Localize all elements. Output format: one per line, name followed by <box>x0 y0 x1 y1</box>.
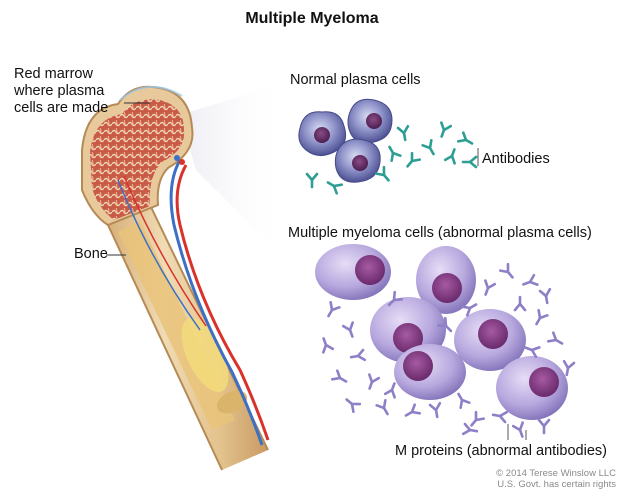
myeloma-cell <box>394 344 466 400</box>
m-proteins-label: M proteins (abnormal antibodies) <box>395 443 607 459</box>
antibody-icon <box>443 146 461 165</box>
m-protein-icon <box>499 262 518 282</box>
m-protein-icon <box>363 373 381 392</box>
m-protein-icon <box>342 394 362 413</box>
antibody-icon <box>383 143 402 162</box>
antibody-icon <box>461 155 478 169</box>
normal-plasma-cell <box>347 98 393 144</box>
m-protein-icon <box>322 301 341 320</box>
red-marrow-label: Red marrow where plasma cells are made <box>14 66 109 116</box>
m-protein-icon <box>341 321 359 340</box>
zoom-beam <box>180 82 286 260</box>
bone-label: Bone <box>74 246 108 262</box>
bone <box>81 85 270 471</box>
antibody-icon <box>396 124 412 143</box>
antibody-icon <box>421 139 440 158</box>
copyright-line-2: U.S. Govt. has certain rights <box>497 479 616 490</box>
antibody-icon <box>402 151 421 171</box>
m-protein-icon <box>466 410 485 430</box>
m-protein-icon <box>331 369 350 388</box>
copyright: © 2014 Terese Winslow LLC U.S. Govt. has… <box>496 468 616 490</box>
m-protein-icon <box>511 421 529 440</box>
antibody-icon <box>305 172 319 189</box>
m-protein-icon <box>402 403 421 422</box>
antibodies-label: Antibodies <box>482 151 550 167</box>
diagram-title: Multiple Myeloma <box>245 10 379 27</box>
antibody-icon <box>435 121 453 140</box>
m-protein-icon <box>522 341 541 359</box>
m-protein-icon <box>530 309 549 328</box>
myeloma-cell <box>315 244 391 300</box>
m-protein-icon <box>490 408 509 424</box>
m-protein-icon <box>428 401 444 420</box>
m-protein-icon <box>513 295 527 312</box>
m-protein-icon <box>538 287 554 306</box>
m-protein-icon <box>520 273 539 291</box>
antibody-icon <box>375 165 394 185</box>
myeloma-cell <box>416 246 476 314</box>
myeloma-cells-label: Multiple myeloma cells (abnormal plasma … <box>288 225 592 241</box>
normal-plasma-cell <box>334 138 381 183</box>
myeloma-cell <box>496 356 568 420</box>
copyright-line-1: © 2014 Terese Winslow LLC <box>496 468 616 479</box>
m-protein-icon <box>537 418 551 435</box>
m-protein-icon <box>383 380 401 399</box>
myeloma-cell <box>454 309 526 371</box>
m-proteins-bracket <box>507 424 527 440</box>
m-protein-icon <box>348 348 367 364</box>
m-protein-icon <box>375 399 394 418</box>
m-protein-icon <box>547 331 566 350</box>
myeloma-cell <box>370 297 446 363</box>
m-protein-icon <box>452 390 471 409</box>
m-protein-icon <box>317 335 335 354</box>
normal-plasma-cells <box>298 98 393 183</box>
myeloma-cells <box>315 244 568 420</box>
normal-plasma-cells-label: Normal plasma cells <box>290 72 421 88</box>
normal-plasma-cell <box>298 111 347 156</box>
antibody-icon <box>324 176 343 195</box>
antibody-icon <box>457 131 476 150</box>
m-protein-icon <box>479 279 497 298</box>
